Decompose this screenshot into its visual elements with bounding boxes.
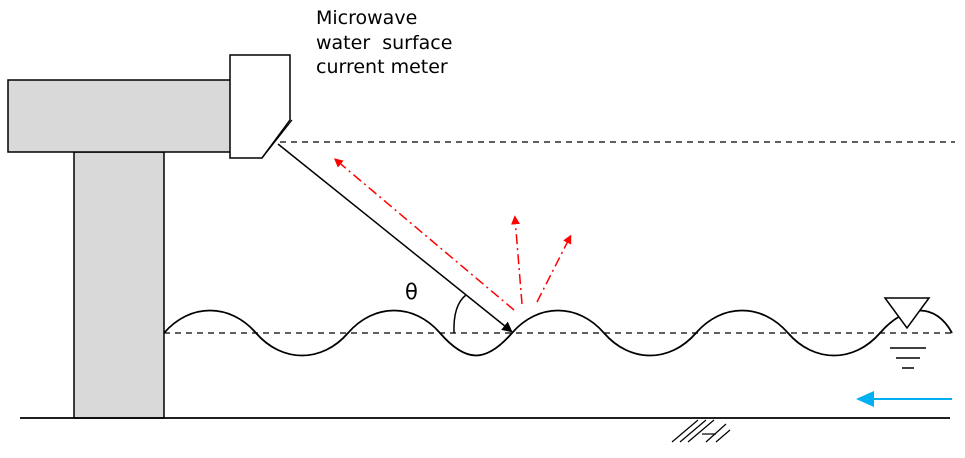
- bridge-structure: [7, 79, 237, 419]
- scattered-signals: [333, 158, 572, 311]
- riverbed-hatch-icon: [671, 419, 731, 443]
- backscatter-arrow: [333, 158, 515, 311]
- device-label: Microwave water surface current meter: [316, 6, 452, 80]
- scatter-arrow-vertical: [511, 215, 523, 305]
- sensor-antenna-face: [261, 119, 293, 159]
- flow-arrow-icon: [856, 391, 952, 407]
- device-label-line-2: water surface: [316, 31, 453, 54]
- angle-theta-label: θ: [405, 280, 418, 304]
- scatter-arrow-forward: [536, 234, 572, 303]
- bridge-deck: [7, 79, 237, 153]
- device-label-line-1: Microwave: [316, 7, 418, 29]
- microwave-sensor-icon: [229, 54, 291, 159]
- incident-angle-arc: [453, 294, 467, 334]
- device-label-line-3: current meter: [316, 56, 448, 78]
- water-wave-surface: [163, 309, 953, 357]
- bridge-pier: [73, 151, 165, 419]
- water-level-triangle-icon: [883, 297, 931, 369]
- incident-beam: [277, 143, 513, 333]
